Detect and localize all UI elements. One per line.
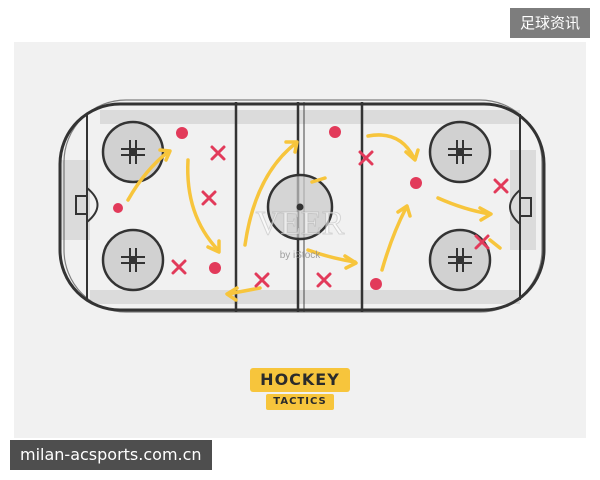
- rink-shading: [60, 110, 536, 304]
- player-dots: [113, 126, 422, 290]
- tactic-arrows: [126, 133, 502, 302]
- watermark-brand: VEER: [256, 205, 345, 242]
- tactics-subtitle: TACTICS: [266, 394, 334, 410]
- faceoff-circles: [101, 120, 492, 292]
- rink-lines: [75, 102, 532, 312]
- rink-outline: [58, 102, 546, 312]
- watermark-byline: by iStock: [280, 250, 322, 261]
- opponent-crosses: [171, 145, 509, 288]
- site-watermark: milan-acsports.com.cn: [10, 440, 212, 470]
- hockey-title: HOCKEY: [250, 368, 350, 392]
- category-badge: 足球资讯: [509, 8, 590, 38]
